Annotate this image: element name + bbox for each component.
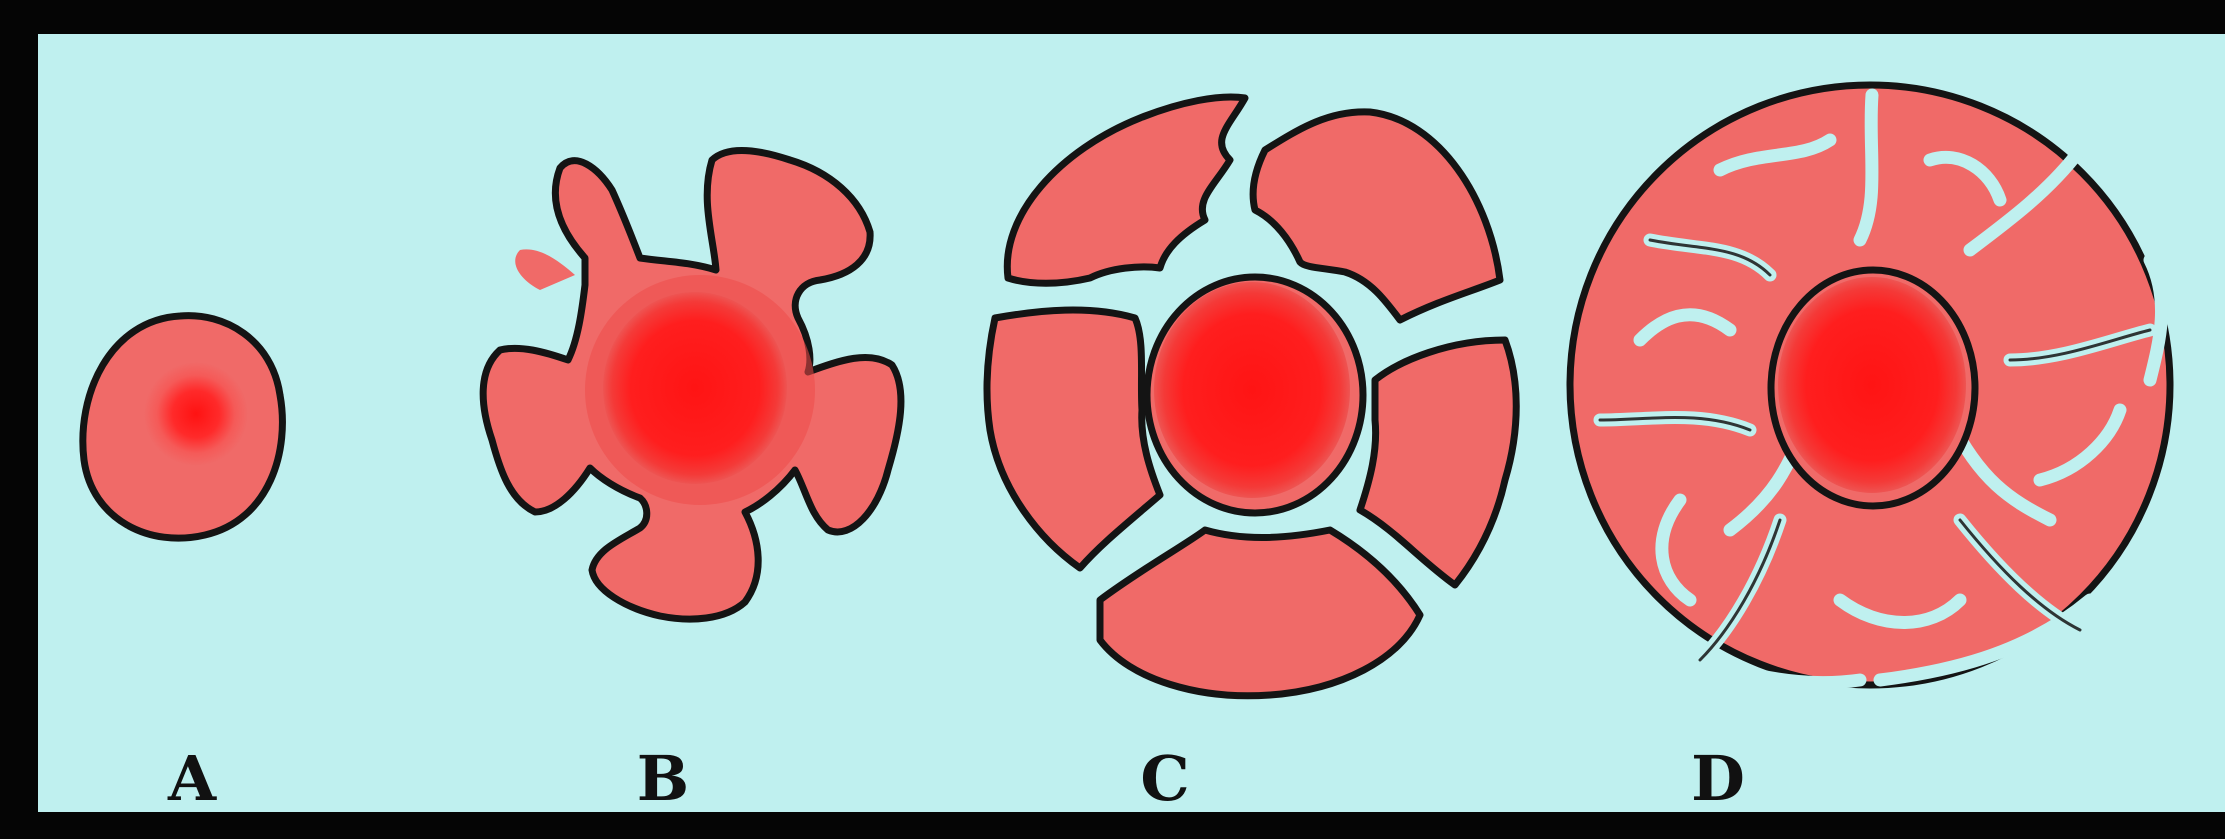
stage-b-figure [483, 151, 901, 620]
stage-d-core [1778, 277, 1966, 493]
stage-c-figure [987, 97, 1516, 696]
stage-a-figure [83, 316, 283, 539]
stage-c-lobe-top-left [1007, 97, 1245, 283]
stage-label-a: A [167, 742, 217, 815]
stage-b-core [603, 292, 787, 484]
stage-c-lobe-right [1360, 340, 1516, 585]
stage-label-c: C [1140, 742, 1189, 815]
stage-a-core [144, 362, 248, 466]
stage-label-b: B [637, 742, 689, 815]
stage-label-d: D [1691, 742, 1745, 815]
stage-c-lobe-left [987, 310, 1160, 568]
stage-c-core [1154, 282, 1350, 498]
stage-c-lobe-bottom [1100, 530, 1420, 696]
stage-d-figure [1570, 85, 2170, 685]
